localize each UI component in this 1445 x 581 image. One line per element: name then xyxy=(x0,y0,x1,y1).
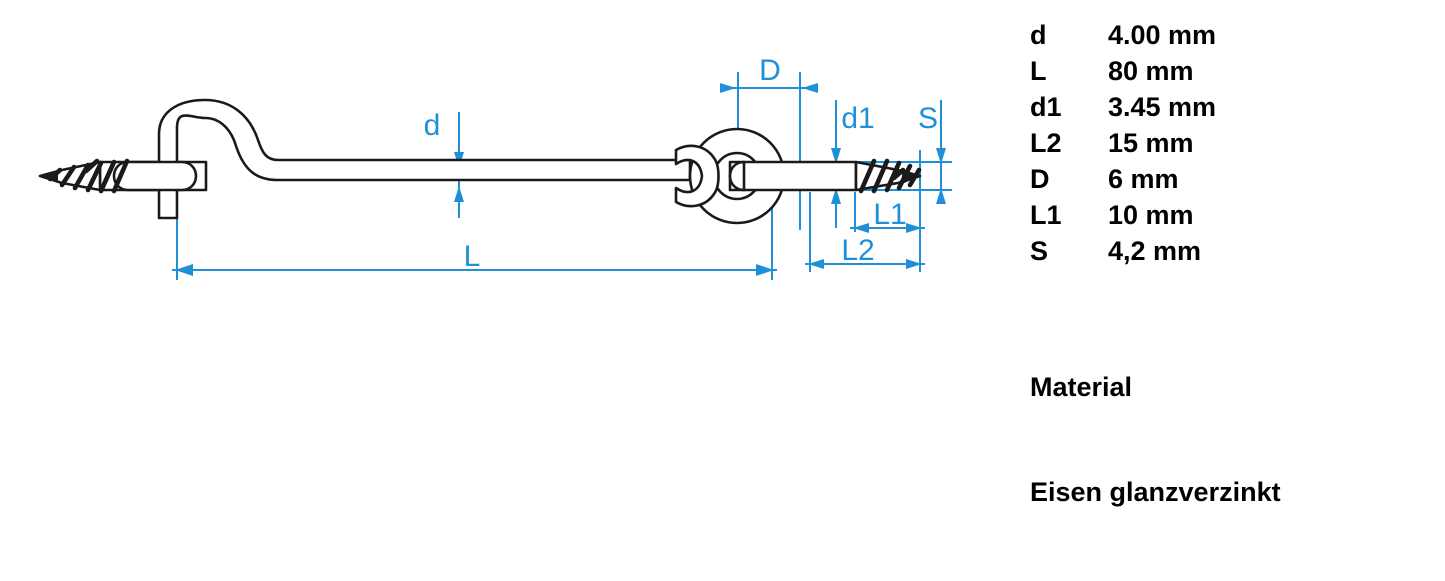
spec-value: 3.45 mm xyxy=(1108,92,1217,122)
dim-label-L2: L2 xyxy=(841,234,874,267)
spec-symbol: S xyxy=(1030,236,1049,266)
left-screw-point xyxy=(40,170,58,183)
arrow-S-bottom xyxy=(936,188,946,204)
specification-panel: d 4.00 mm L 80 mm d1 3.45 mm L2 15 mm D xyxy=(1030,22,1430,274)
table-row: L1 10 mm xyxy=(1030,202,1408,238)
spec-symbol: L2 xyxy=(1030,128,1062,158)
arrow-S-top xyxy=(936,148,946,164)
arrow-d1-bottom xyxy=(831,188,841,204)
dim-label-d: d xyxy=(424,109,441,142)
arrow-L1-right xyxy=(906,223,922,233)
material-heading: Material xyxy=(1030,372,1133,403)
hook-and-eye-technical-drawing: d D d1 S L L1 L2 xyxy=(38,54,952,280)
thread-l2 xyxy=(59,164,77,188)
right-screw-shank xyxy=(728,160,858,192)
hook-tip-into-eye xyxy=(674,144,720,208)
table-row: D 6 mm xyxy=(1030,166,1408,202)
thread-r2 xyxy=(871,158,890,194)
hook-curve-body xyxy=(157,98,692,220)
spec-symbol: L1 xyxy=(1030,200,1062,230)
right-screw-point xyxy=(902,169,920,184)
arrow-L2-right xyxy=(906,259,922,269)
dim-label-L: L xyxy=(464,240,481,273)
arrow-L2-left xyxy=(808,259,824,269)
table-row: S 4,2 mm xyxy=(1030,238,1408,274)
arrow-L-left xyxy=(175,264,193,276)
arrow-D-right xyxy=(802,83,818,93)
left-rod-bar xyxy=(112,160,198,192)
hook-part-outline xyxy=(38,98,922,225)
thread-r1 xyxy=(858,158,877,194)
thread-l4 xyxy=(85,160,104,193)
dimension-arrowheads-group xyxy=(175,83,946,276)
thread-r6 xyxy=(891,167,906,181)
spec-value: 4.00 mm xyxy=(1108,20,1217,50)
thread-l6 xyxy=(111,158,130,194)
table-row: d 4.00 mm xyxy=(1030,22,1408,58)
dim-label-L1: L1 xyxy=(873,198,906,231)
spec-value: 6 mm xyxy=(1108,164,1179,194)
spec-symbol: d xyxy=(1030,20,1047,50)
dim-label-D: D xyxy=(759,54,781,87)
spec-value: 10 mm xyxy=(1108,200,1194,230)
arrow-d1-top xyxy=(831,148,841,164)
spec-value: 4,2 mm xyxy=(1108,236,1202,266)
spec-value: 15 mm xyxy=(1108,128,1194,158)
arrow-L1-left xyxy=(853,223,869,233)
specification-table: d 4.00 mm L 80 mm d1 3.45 mm L2 15 mm D xyxy=(1030,22,1408,274)
arrow-L-right xyxy=(756,264,774,276)
table-row: L2 15 mm xyxy=(1030,130,1408,166)
dim-label-S: S xyxy=(918,102,938,135)
thread-l7 xyxy=(83,158,100,174)
dim-label-d1: d1 xyxy=(841,102,874,135)
left-screw-threads xyxy=(47,158,130,194)
right-rod-cap xyxy=(728,160,746,192)
thread-l5 xyxy=(98,159,117,194)
spec-symbol: D xyxy=(1030,164,1050,194)
spec-symbol: L xyxy=(1030,56,1047,86)
material-value: Eisen glanzverzinkt xyxy=(1030,477,1281,508)
technical-drawing-page: d D d1 S L L1 L2 xyxy=(38,21,1430,508)
table-row: d1 3.45 mm xyxy=(1030,94,1408,130)
spec-symbol: d1 xyxy=(1030,92,1062,122)
screw-tip-fills xyxy=(40,169,920,184)
material-block: Material Eisen glanzverzinkt xyxy=(1030,300,1281,581)
arrow-D-left xyxy=(720,83,736,93)
table-row: L 80 mm xyxy=(1030,58,1408,94)
arrow-d-bottom xyxy=(454,186,464,202)
spec-value: 80 mm xyxy=(1108,56,1194,86)
